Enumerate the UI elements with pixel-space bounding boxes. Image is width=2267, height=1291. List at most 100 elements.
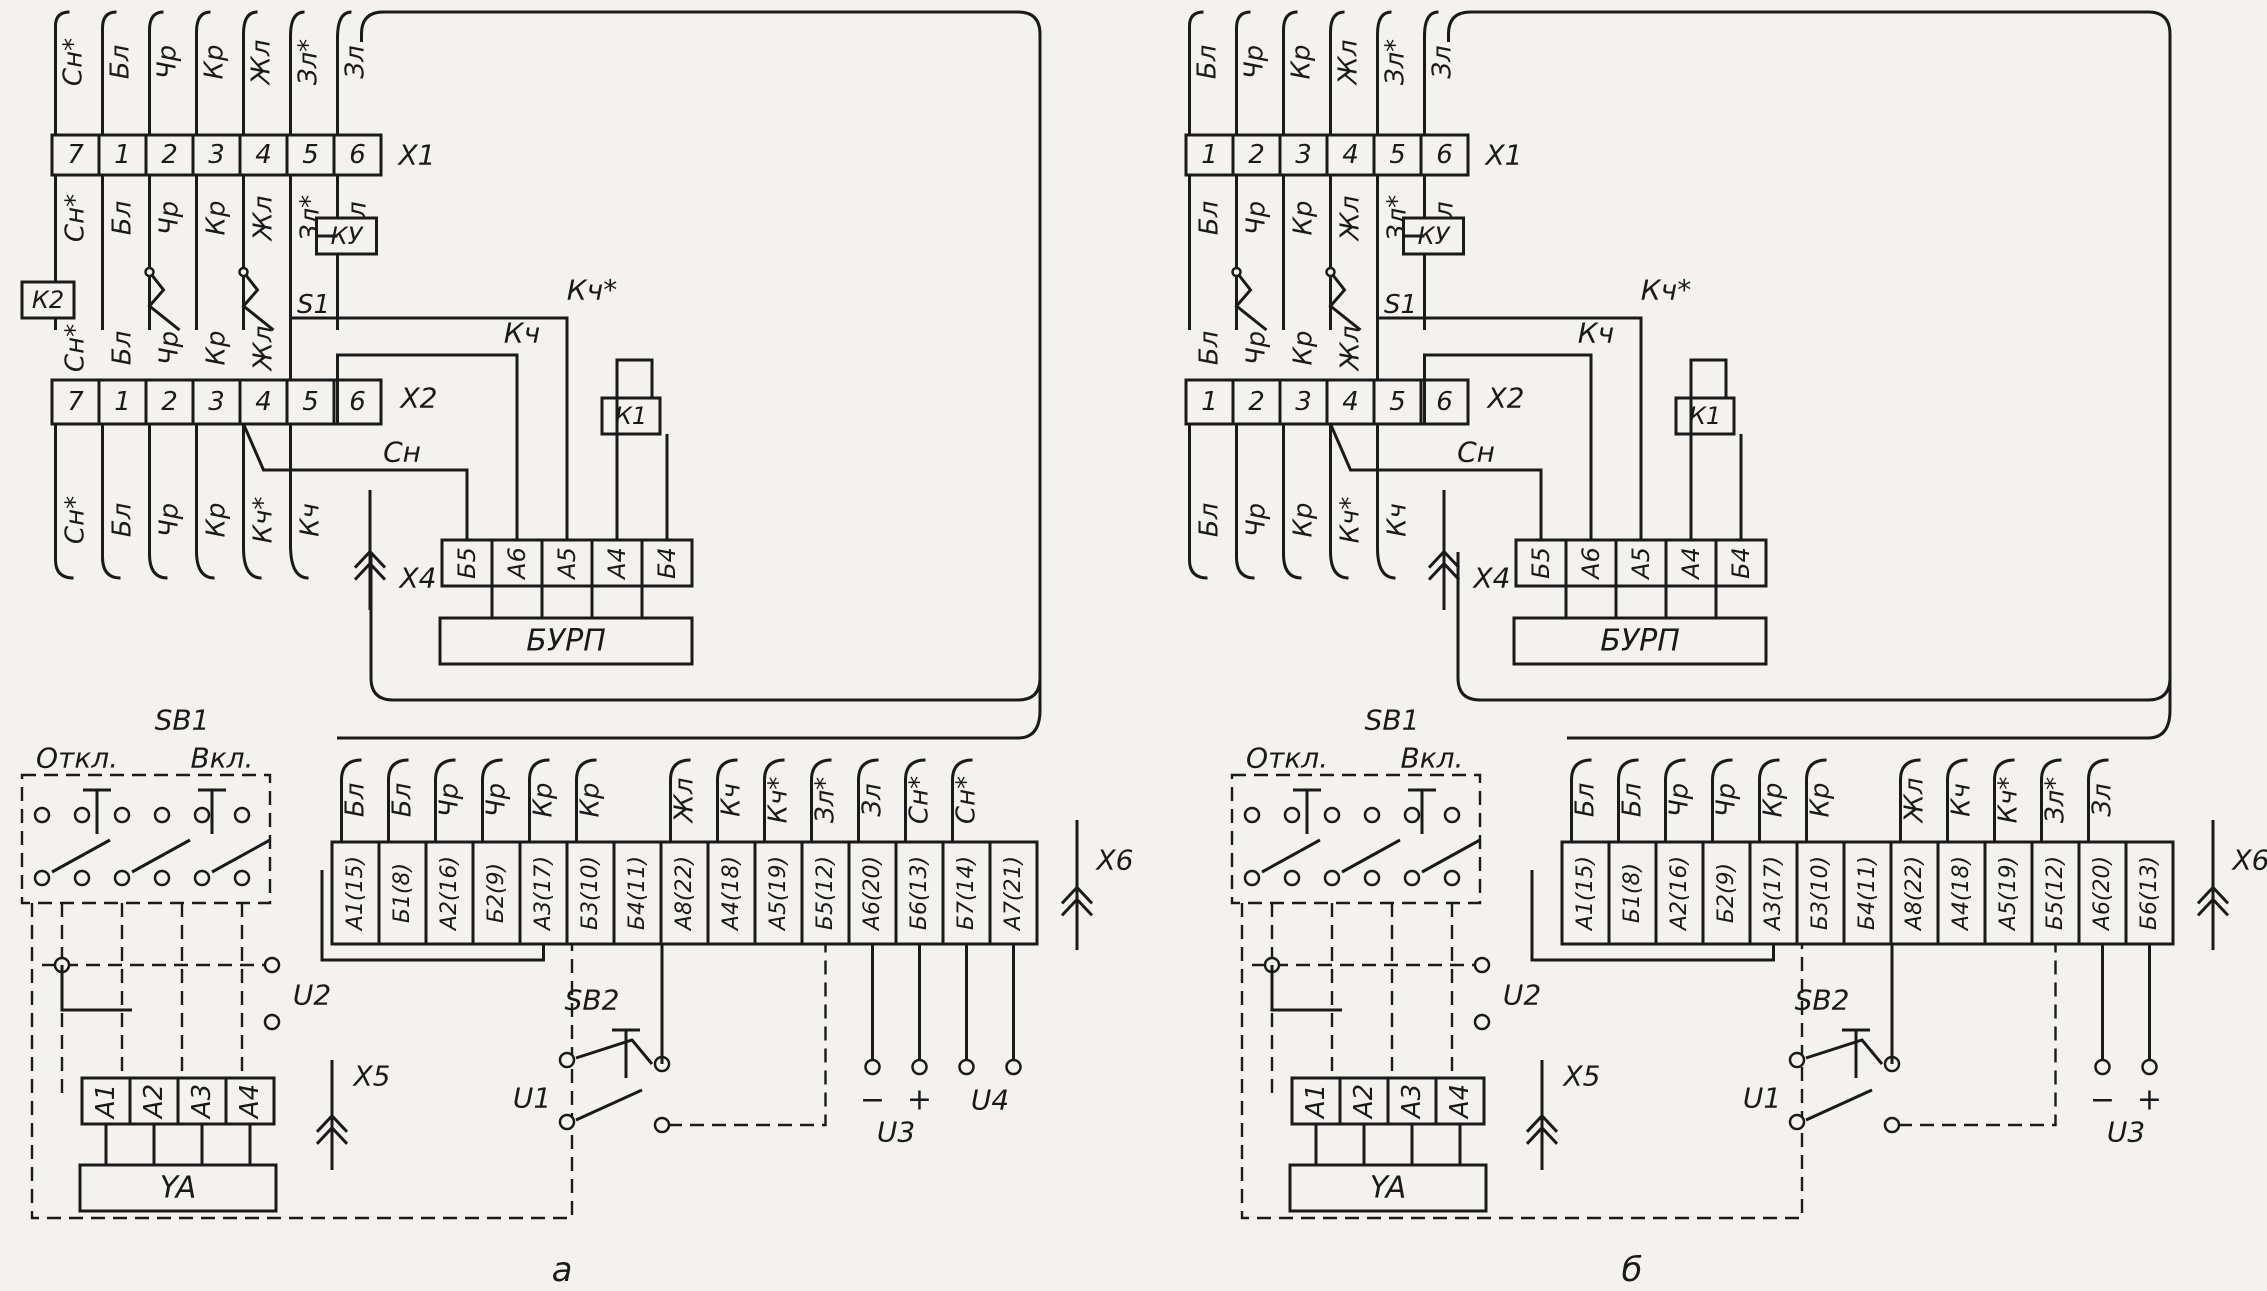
x1-bottom-wire-label: Кр xyxy=(202,201,232,236)
wire-line xyxy=(1270,965,1342,1012)
x6-wire-label: Зл* xyxy=(2041,777,2071,823)
push-button-symbol xyxy=(1842,1028,1870,1078)
wire-line xyxy=(1423,10,1439,135)
x6-wire-label: Чр xyxy=(1712,783,1742,817)
wire-line xyxy=(1530,870,1775,962)
connector-chevron xyxy=(1060,897,1094,917)
x6-terminal-cell: Б3(10) xyxy=(1808,856,1833,930)
u3-label: U3 xyxy=(2107,1116,2145,1149)
terminal-circle xyxy=(1243,806,1261,824)
burp-label: БУРП xyxy=(526,624,606,659)
x1-top-wire-label: Жл xyxy=(1334,40,1364,87)
x6-terminal-cell: А5(19) xyxy=(766,856,791,932)
terminal-circle xyxy=(1363,869,1381,887)
x1-top-wire-label: Кр xyxy=(1287,45,1317,80)
x2-top-wire-label: Чр xyxy=(1242,331,1272,365)
connector-chevron xyxy=(2196,885,2230,905)
x5-connector-label: X5 xyxy=(352,1060,391,1093)
u1-label: U1 xyxy=(1743,1082,1781,1115)
terminal-circle xyxy=(1403,869,1421,887)
wire-line xyxy=(1711,758,1733,842)
dashed-wire xyxy=(1898,944,2057,1127)
sb1-contact-blade xyxy=(1261,838,1321,874)
x2-top-wire-label: Кр xyxy=(202,331,232,366)
wire-line xyxy=(1805,758,1827,842)
x6-terminal-cell: А1(15) xyxy=(1573,856,1598,932)
wire-line xyxy=(54,424,74,580)
x6-terminal-cell: А8(22) xyxy=(1902,856,1927,932)
x6-wire-label: Кч* xyxy=(764,777,794,824)
x1-top-wire-label: Бл xyxy=(106,45,136,79)
x6-wire-label: Зл xyxy=(858,783,888,816)
terminal-circle xyxy=(1443,806,1461,824)
x6-terminal-block xyxy=(1560,840,2175,946)
x1-terminal-cell: 6 xyxy=(349,140,366,170)
x6-wire-label: Бл xyxy=(1618,783,1648,817)
wire-kch-star xyxy=(1376,316,1643,540)
x2-top-wire-label: Кр xyxy=(1289,331,1319,366)
x6-terminal-cell: А7(21) xyxy=(1001,856,1026,932)
x2-terminal-cell: 2 xyxy=(161,387,178,417)
x1-terminal-cell: 3 xyxy=(1295,140,1312,170)
x4-terminal-cell: А5 xyxy=(1627,547,1655,581)
ya-label: YA xyxy=(160,1171,197,1206)
x6-connector-label: X6 xyxy=(1095,844,1134,877)
x4-terminal-cell: А4 xyxy=(603,547,631,581)
k1-relay-label: К1 xyxy=(1689,402,1721,430)
x2-terminal-cell: 1 xyxy=(114,387,131,417)
terminal-circle xyxy=(653,1116,671,1134)
wire-line xyxy=(289,10,305,135)
x6-wire-label: Кр xyxy=(529,783,559,818)
terminal-circle xyxy=(233,869,251,887)
terminal-circle xyxy=(864,1058,881,1076)
terminal-circle xyxy=(233,806,251,824)
terminal-circle xyxy=(263,956,281,974)
x4-terminal-cell: Б4 xyxy=(1727,547,1755,579)
wire-sn xyxy=(242,423,469,540)
terminal-circle xyxy=(113,869,131,887)
k1-relay-box xyxy=(1674,396,1736,436)
wire-line xyxy=(148,424,168,580)
cable-outline xyxy=(1447,10,2172,710)
x1-terminal-cell: 5 xyxy=(1389,140,1406,170)
x1-terminal-cell: 6 xyxy=(1436,140,1453,170)
s1-label: S1 xyxy=(297,290,330,320)
sb2-label: SB2 xyxy=(1795,984,1850,1017)
u3-minus-sign: − xyxy=(2090,1083,2115,1118)
terminal-circle xyxy=(113,806,131,824)
wire-line xyxy=(1235,10,1251,135)
x2-terminal-cell: 5 xyxy=(302,387,319,417)
x4-terminal-cell: А5 xyxy=(553,547,581,581)
x6-wire-label: Кр xyxy=(1806,783,1836,818)
connector-chevron xyxy=(353,549,387,569)
x1-top-wire-label: Чр xyxy=(153,45,183,79)
x6-wire-label: Жл xyxy=(670,778,700,825)
wire-line xyxy=(320,870,545,962)
x1-top-wire-label: Зл* xyxy=(1381,39,1411,85)
x6-terminal-cell: Б6(13) xyxy=(907,856,932,930)
sb1-contact-blade xyxy=(1421,838,1481,874)
wire-line xyxy=(289,424,309,580)
wire-line xyxy=(195,10,211,135)
x2-terminal-cell: 3 xyxy=(208,387,225,417)
u2-label: U2 xyxy=(293,979,331,1012)
connector-chevron xyxy=(1525,1125,1559,1145)
x4-terminal-cell: Б4 xyxy=(653,547,681,579)
x2-terminal-cell: 5 xyxy=(1389,387,1406,417)
wire-line xyxy=(716,758,738,842)
ya-terminal-cell: А3 xyxy=(1397,1084,1427,1120)
u3-plus-sign: + xyxy=(2137,1083,2162,1118)
x4-connector-label: X4 xyxy=(398,562,437,595)
x6-terminal-cell: Б1(8) xyxy=(1620,863,1645,923)
kch-wire-label: Кч xyxy=(1578,317,1614,350)
wire-line xyxy=(101,10,117,135)
x2-bottom-wire-label: Кр xyxy=(202,503,232,538)
x2-bottom-wire-label: Кч xyxy=(296,503,326,537)
x2-terminal-cell: 7 xyxy=(67,387,84,417)
wire-line xyxy=(615,358,654,540)
x2-terminal-block xyxy=(50,378,383,426)
x1-terminal-cell: 1 xyxy=(1201,140,1218,170)
x2-bottom-wire-label: Сн* xyxy=(61,496,91,544)
cable-outline xyxy=(1456,552,2172,710)
